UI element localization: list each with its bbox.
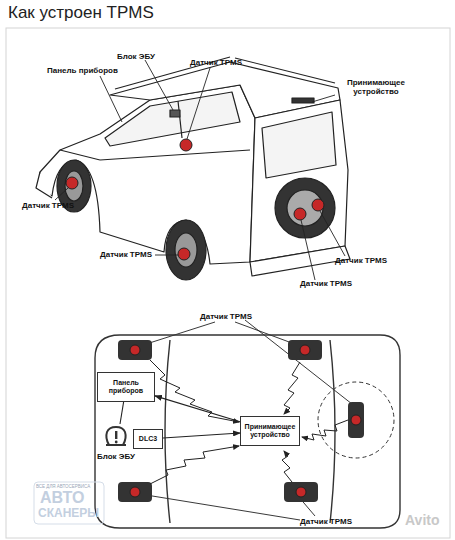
watermark-text: АВТО — [40, 489, 84, 507]
tpms-warning-icon — [103, 424, 129, 448]
signal-connector — [155, 396, 240, 422]
callout-label: Датчик TPMS — [200, 312, 252, 321]
connector-box: DLC3 — [133, 429, 163, 449]
callout-label: Датчик TPMS — [335, 256, 387, 265]
signal-connector — [120, 402, 124, 424]
callout-label: Датчик TPMS — [300, 279, 352, 288]
radio-signals — [150, 360, 348, 484]
node-text: Блок ЭБУ — [97, 452, 135, 461]
callout-label: Блок ЭБУ — [117, 52, 155, 61]
callout-label: Датчик TPMS — [190, 58, 242, 67]
car-top-view — [95, 335, 400, 528]
watermark-text: СКАНЕРЫ — [38, 507, 99, 521]
watermark-text: Avito — [405, 512, 439, 528]
callout-label: Принимающее устройство — [335, 78, 417, 96]
callout-label: Датчик TPMS — [100, 250, 152, 259]
node-text: DLC3 — [139, 435, 157, 443]
callout-label: Датчик TPMS — [300, 517, 352, 526]
callout-label: Панель приборов — [47, 66, 118, 75]
watermark-text: ВСЕ ДЛЯ АВТОСЕРВИСА — [36, 484, 90, 489]
signal-connector — [163, 433, 240, 438]
watermark-logo — [34, 482, 104, 524]
suv-drawing — [36, 57, 350, 280]
panel-box: Панель приборов — [97, 372, 155, 402]
leader-lines — [55, 60, 352, 520]
node-text: Панель приборов — [99, 379, 153, 395]
receiver-box: Принимающее устройство — [240, 416, 300, 446]
callout-label: Датчик TPMS — [22, 201, 74, 210]
diagram-title: Как устроен TPMS — [8, 3, 154, 23]
frame — [6, 28, 450, 538]
node-text: Принимающее устройство — [242, 423, 298, 439]
wheels — [118, 340, 364, 502]
sensor-markers — [66, 139, 324, 260]
